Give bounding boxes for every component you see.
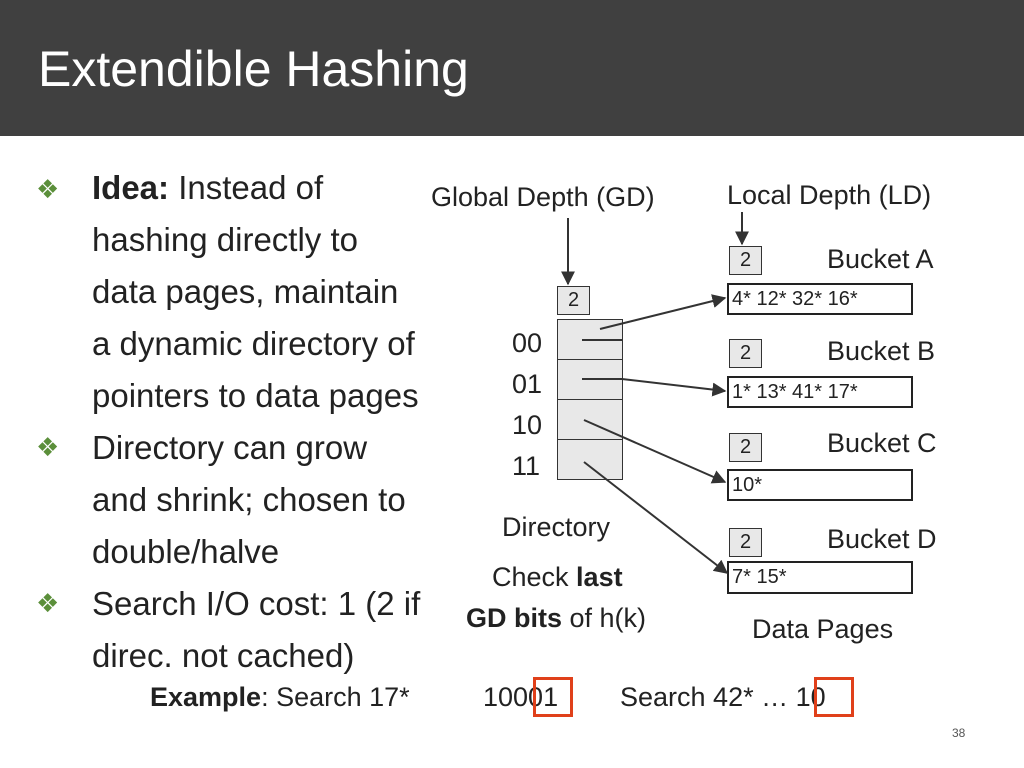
bullet-line: Instead of [169, 169, 324, 206]
bucket-b-local-depth: 2 [729, 339, 762, 368]
global-depth-label: Global Depth (GD) [431, 182, 655, 212]
pointer-arrow-01-to-bucket-b [621, 378, 727, 397]
diamond-bullet-icon: ❖ [36, 174, 60, 204]
highlight-box-last-bits-42 [814, 677, 854, 717]
highlight-box-last-bits-17 [533, 677, 573, 717]
directory-entry-label: 01 [512, 369, 543, 399]
bucket-b-entries: 1* 13* 41* 17* [732, 381, 858, 403]
bucket-a-local-depth: 2 [729, 246, 762, 275]
bullet-line: double/halve [92, 533, 280, 570]
diamond-bullet-icon: ❖ [36, 588, 60, 618]
page-number: 38 [952, 726, 966, 740]
bullet-line: Search I/O cost: 1 (2 if [92, 585, 421, 622]
bullet-line: a dynamic directory of [92, 325, 415, 362]
bucket-a-entries: 4* 12* 32* 16* [732, 288, 858, 310]
check-bold-gd-bits: GD bits [466, 603, 563, 633]
bucket-d-entries: 7* 15* [732, 566, 787, 588]
bullet-idea-bold: Idea: [92, 169, 170, 206]
diamond-bullet-icon: ❖ [36, 432, 60, 462]
directory-entry-label: 11 [512, 451, 541, 481]
data-pages-label: Data Pages [752, 614, 894, 644]
bucket-a-label: Bucket A [827, 244, 934, 274]
example-text: Example: Search 17* [150, 682, 410, 713]
pointer-arrow-10-to-bucket-c [583, 419, 727, 484]
bullet-line: direc. not cached) [92, 637, 355, 674]
example-search-42: Search 42* … 10 [620, 682, 826, 712]
directory-entry-label: 10 [512, 410, 543, 440]
bucket-a: 4* 12* 32* 16* [727, 283, 913, 315]
check-gd-text: Check last [492, 562, 623, 593]
bullet-line: hashing directly to [92, 221, 358, 258]
local-depth-label: Local Depth (LD) [727, 180, 932, 210]
bucket-d: 7* 15* [727, 561, 913, 594]
check-pre: Check [492, 562, 577, 592]
pointer-arrow-11-to-bucket-d [583, 461, 729, 574]
bucket-c-label: Bucket C [827, 428, 937, 458]
pointer-arrow-00-to-bucket-a [599, 294, 727, 330]
bullet-line: pointers to data pages [92, 377, 419, 414]
check-bold-last: last [576, 562, 623, 592]
bucket-c-entries: 10* [732, 474, 763, 496]
slide-title: Extendible Hashing [38, 41, 469, 97]
bullet-idea: Idea: Instead of hashing directly to dat… [92, 162, 419, 422]
bucket-b-label: Bucket B [827, 336, 936, 366]
bullet-directory: Directory can grow and shrink; chosen to… [92, 422, 406, 578]
directory-cell [557, 439, 623, 480]
bullet-line: data pages, maintain [92, 273, 399, 310]
bucket-b: 1* 13* 41* 17* [727, 376, 913, 408]
directory-entry-label: 00 [512, 328, 543, 358]
bucket-d-label: Bucket D [827, 524, 937, 554]
bucket-c: 10* [727, 469, 913, 501]
bucket-d-local-depth: 2 [729, 528, 762, 557]
bullet-line: and shrink; chosen to [92, 481, 406, 518]
bucket-c-local-depth: 2 [729, 433, 762, 462]
check-gd-text-2: GD bits of h(k) [466, 603, 646, 634]
example-search-17: : Search 17* [261, 682, 410, 712]
title-bar: Extendible Hashing [0, 0, 1024, 136]
check-post: of h(k) [562, 603, 647, 633]
example-code-10001: 10001 [483, 682, 559, 712]
directory-label: Directory [502, 512, 611, 542]
example-bold: Example [150, 682, 262, 712]
bullet-line: Directory can grow [92, 429, 368, 466]
global-depth-box: 2 [557, 286, 590, 315]
bullet-search-cost: Search I/O cost: 1 (2 if direc. not cach… [92, 578, 420, 682]
